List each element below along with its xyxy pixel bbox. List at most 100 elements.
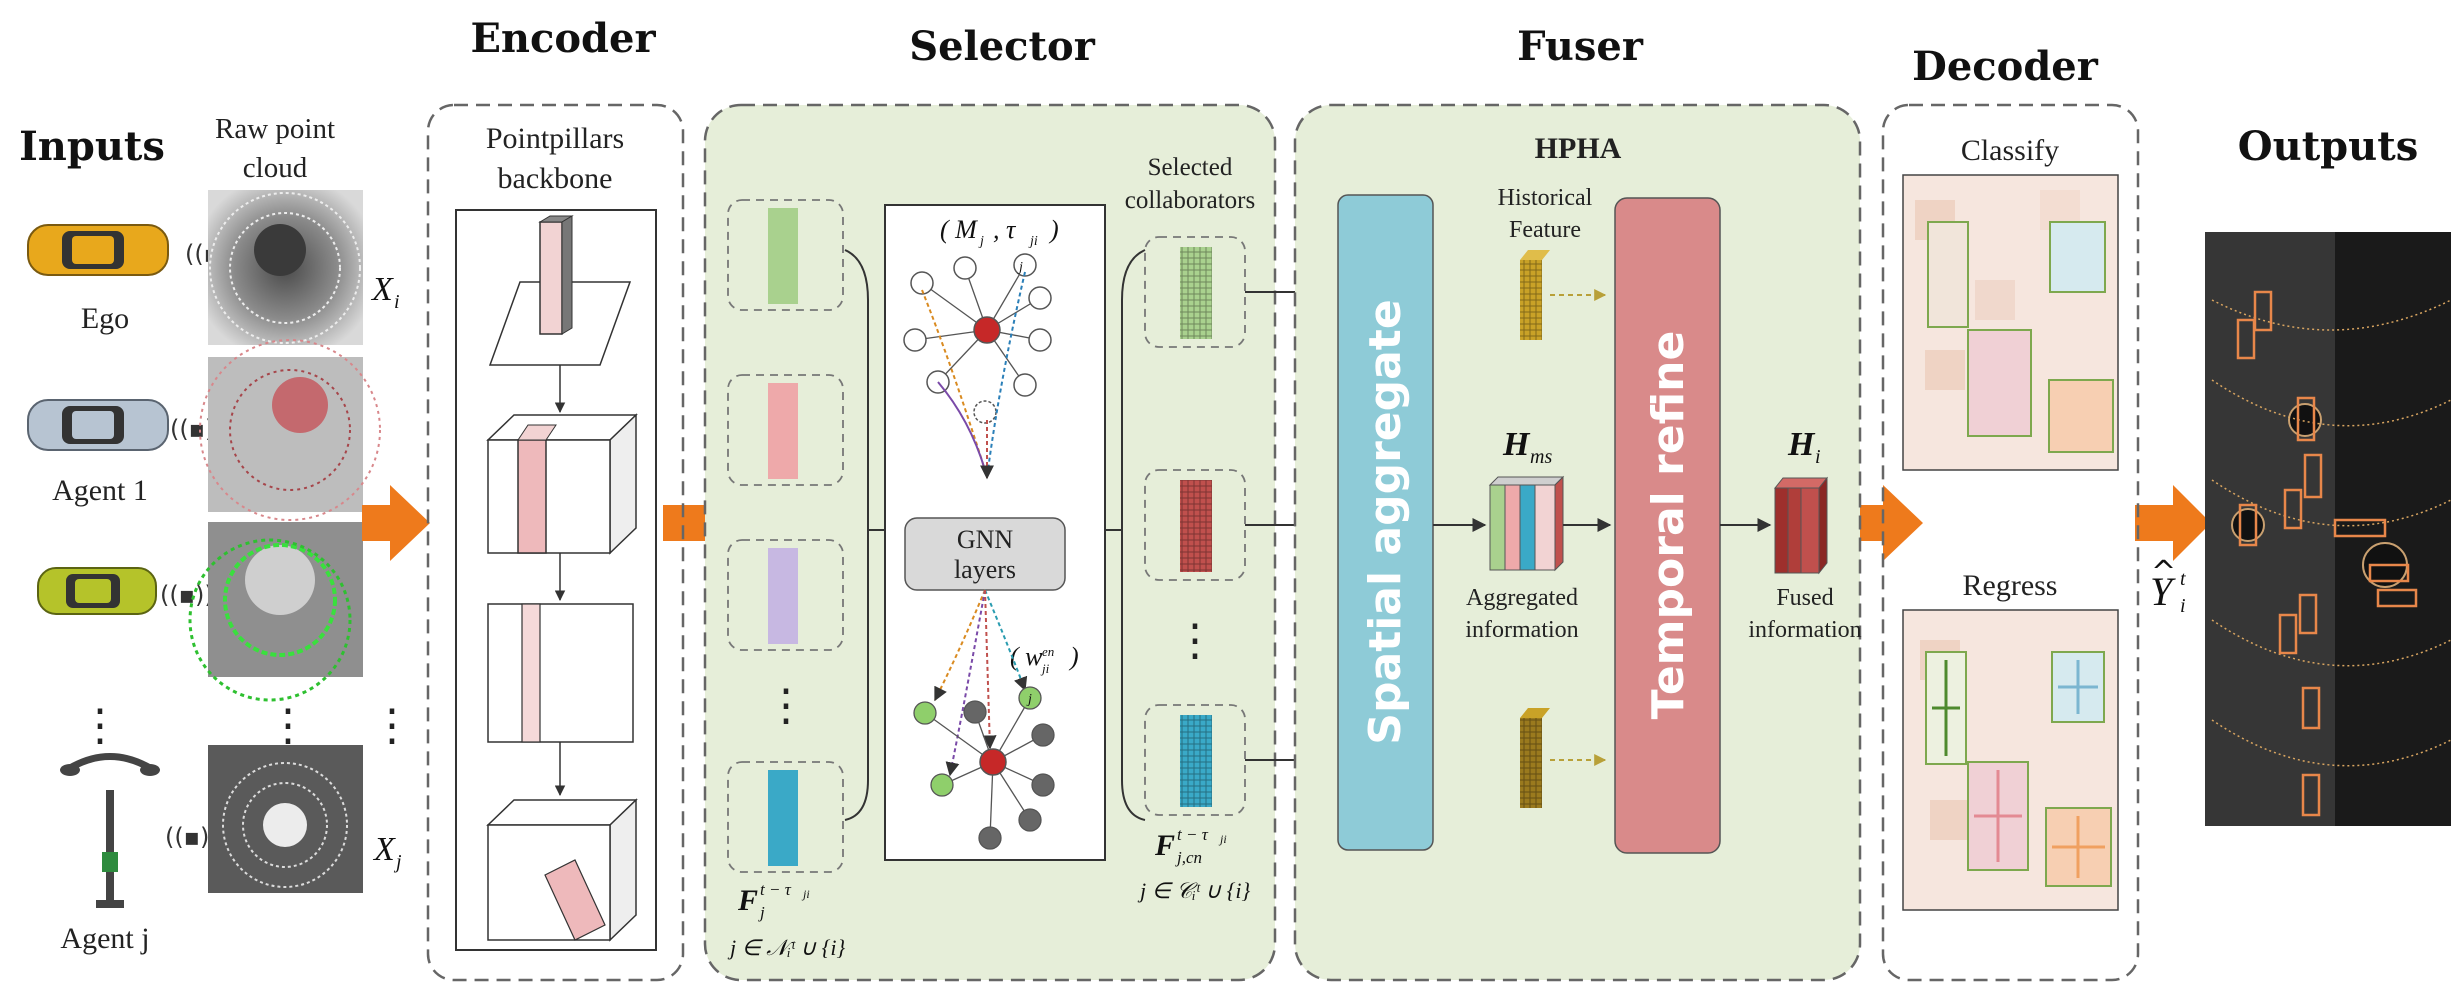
- fused-information-label: Fused information: [1748, 585, 1861, 643]
- svg-text:((▪)): ((▪)): [160, 581, 214, 609]
- historical-feature-bottom: [1520, 708, 1607, 808]
- selected-feature-column: [1144, 236, 1246, 816]
- fused-feature-stack: [1773, 476, 1829, 575]
- svg-text:H: H: [1787, 426, 1816, 463]
- input-graph: j: [903, 253, 1052, 480]
- svg-text:j: j: [978, 234, 984, 249]
- svg-text:F: F: [737, 884, 758, 917]
- backbone-stage-2: [486, 413, 638, 555]
- decoder-panel: [1881, 103, 2140, 982]
- agent-label-agent1: Agent 1: [52, 474, 148, 507]
- graph-input-label: ( M j , τ ji ): [940, 215, 1059, 249]
- regress-map: [1902, 609, 2119, 911]
- agent-label-ego: Ego: [81, 302, 129, 335]
- svg-text:Y: Y: [2150, 569, 2176, 614]
- point-cloud-agent2: [188, 522, 363, 702]
- svg-text:cloud: cloud: [243, 152, 308, 184]
- selector-left-brace: [844, 249, 869, 821]
- svg-text:ms: ms: [1530, 446, 1552, 468]
- x-j-label: X j: [372, 831, 402, 873]
- inputs-to-encoder-arrow: [362, 485, 430, 561]
- svg-text:en: en: [1042, 644, 1054, 659]
- svg-text:ji: ji: [1218, 832, 1227, 846]
- historical-feature-top: [1520, 250, 1607, 340]
- svg-text:^: ^: [2151, 555, 2176, 590]
- svg-text:Pointpillars: Pointpillars: [486, 122, 624, 155]
- svg-text:X: X: [370, 271, 394, 308]
- svg-text:Selected: Selected: [1148, 154, 1233, 181]
- input-feature-label: F t − τ ji j: [737, 880, 810, 922]
- gnn-layers-label-1: GNN: [957, 525, 1014, 554]
- output-detection-map: [2205, 232, 2451, 826]
- svg-text:ji: ji: [1028, 234, 1038, 249]
- svg-text:⋮: ⋮: [266, 701, 310, 750]
- point-cloud-agentj: [208, 745, 363, 893]
- h-i-label: H i: [1787, 426, 1821, 468]
- svg-text:j,cn: j,cn: [1175, 848, 1202, 867]
- svg-text:H: H: [1502, 426, 1531, 463]
- svg-text:F: F: [1154, 829, 1175, 862]
- svg-text:j: j: [1017, 260, 1023, 275]
- fuser-to-decoder-arrow: [1855, 485, 1923, 561]
- selector-dots-right: ⋮: [1173, 616, 1217, 665]
- svg-text:( M: ( M: [940, 215, 978, 244]
- weight-label: ( w en ji ): [1010, 642, 1079, 676]
- outputs-title: Outputs: [2238, 123, 2418, 170]
- selector-title: Selector: [909, 23, 1095, 70]
- backbone-stage-3: [487, 603, 634, 743]
- h-ms-label: H ms: [1502, 426, 1552, 468]
- regress-label: Regress: [1963, 569, 2058, 602]
- svg-text:Aggregated: Aggregated: [1466, 585, 1578, 611]
- inputs-title: Inputs: [19, 123, 165, 170]
- classify-label: Classify: [1961, 134, 2059, 167]
- multi-scale-feature-stack: [1488, 475, 1565, 572]
- ego-car-icon: [27, 224, 169, 276]
- aggregated-information-label: Aggregated information: [1465, 585, 1578, 643]
- svg-text:( w: ( w: [1010, 642, 1043, 671]
- point-cloud-agent1: [199, 339, 381, 521]
- fuser-title: Fuser: [1517, 23, 1644, 70]
- svg-text:j: j: [1026, 692, 1032, 707]
- agent2-car-icon: [37, 567, 157, 615]
- historical-feature-label: Historical Feature: [1498, 185, 1593, 243]
- svg-text:i: i: [2180, 595, 2186, 617]
- spatial-aggregate-block: [1337, 194, 1434, 851]
- svg-text:collaborators: collaborators: [1125, 187, 1256, 214]
- encoder-title: Encoder: [470, 15, 656, 62]
- encoder-panel: [426, 103, 685, 982]
- selector-right-brace: [1121, 249, 1146, 821]
- svg-text:Feature: Feature: [1509, 217, 1581, 243]
- selector-dots-left: ⋮: [764, 681, 808, 730]
- svg-text:⋮: ⋮: [78, 701, 122, 750]
- svg-text:information: information: [1465, 617, 1578, 643]
- svg-text:information: information: [1748, 617, 1861, 643]
- svg-text:⋮: ⋮: [370, 701, 414, 750]
- agent-label-agentj: Agent j: [60, 922, 149, 955]
- svg-text:ji: ji: [801, 887, 810, 901]
- svg-text:ji: ji: [1040, 661, 1050, 676]
- svg-text:Fused: Fused: [1776, 585, 1833, 611]
- point-cloud-ego: [208, 190, 363, 345]
- svg-text:t − τ: t − τ: [760, 880, 792, 899]
- input-feature-column: [727, 199, 844, 873]
- selected-feature-set: j ∈ 𝒞ᵢᵗ ∪ {i}: [1137, 878, 1251, 903]
- spatial-aggregate-label: Spatial aggregate: [1360, 299, 1411, 744]
- svg-text:i: i: [394, 291, 400, 313]
- svg-text:, τ: , τ: [993, 215, 1017, 244]
- svg-text:): ): [1048, 215, 1059, 244]
- raw-point-cloud-label: Raw point cloud: [215, 113, 335, 184]
- input-feature-set: j ∈ 𝒩ᵢᵗ ∪ {i}: [727, 935, 846, 960]
- y-hat-label: Y ^ t i: [2150, 555, 2186, 617]
- svg-text:j: j: [393, 851, 402, 873]
- svg-text:Historical: Historical: [1498, 185, 1593, 211]
- wireless-signal-icon: ((▪)): [160, 581, 214, 609]
- svg-text:Raw point: Raw point: [215, 113, 335, 145]
- svg-text:backbone: backbone: [498, 162, 613, 195]
- backbone-label: Pointpillars backbone: [486, 122, 624, 195]
- hpha-title: HPHA: [1535, 132, 1622, 165]
- roadside-unit-icon: [60, 753, 160, 908]
- selected-collaborators-label: Selected collaborators: [1125, 154, 1256, 214]
- backbone-stage-1: [488, 215, 632, 366]
- x-i-label: X i: [370, 271, 400, 313]
